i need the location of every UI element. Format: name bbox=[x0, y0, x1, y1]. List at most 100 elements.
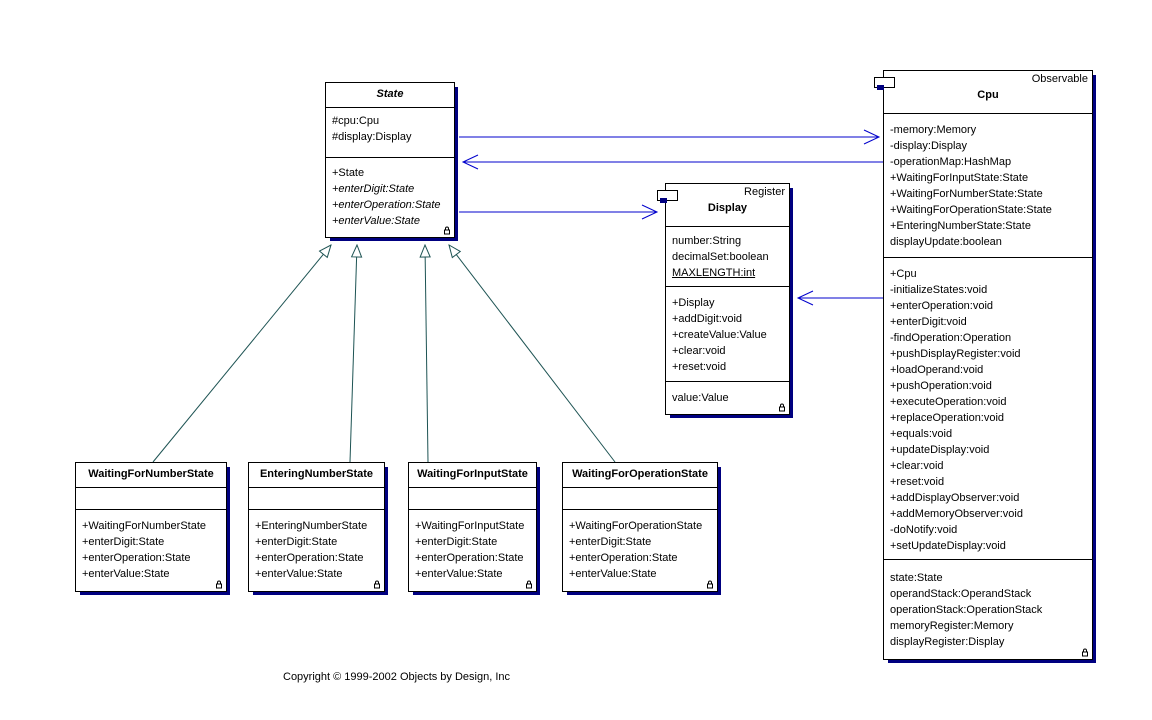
member-row: +WaitingForInputState bbox=[415, 520, 525, 532]
class-title: EnteringNumberState bbox=[259, 468, 374, 480]
member-row: +enterValue:State bbox=[415, 568, 503, 580]
member-row: +WaitingForOperationState bbox=[569, 520, 703, 532]
superclass-annotation: Observable bbox=[1031, 73, 1088, 85]
lock-icon bbox=[374, 580, 380, 589]
class-header: WaitingForOperationState bbox=[563, 463, 717, 487]
member-row: -findOperation:Operation bbox=[890, 332, 1012, 344]
member-row: +WaitingForOperationState:State bbox=[890, 204, 1052, 216]
lock-icon bbox=[444, 226, 450, 235]
class-waitingforoperationstate: WaitingForOperationState +WaitingForOper… bbox=[562, 462, 718, 592]
class-header: State bbox=[326, 83, 454, 107]
member-row: +EnteringNumberState bbox=[255, 520, 368, 532]
member-row: +Display bbox=[672, 297, 715, 309]
attributes-section bbox=[409, 487, 536, 509]
lock-icon bbox=[707, 580, 713, 589]
fields-section: state:State operandStack:OperandStack oper… bbox=[884, 559, 1092, 661]
member-row: operationStack:OperationStack bbox=[890, 604, 1043, 616]
class-title: Display bbox=[707, 202, 748, 214]
member-row: state:State bbox=[890, 572, 943, 584]
lock-icon bbox=[779, 403, 785, 412]
member-row: +enterDigit:State bbox=[415, 536, 498, 548]
methods-section: +WaitingForInputState +enterDigit:State +e… bbox=[409, 509, 536, 593]
methods-section: +WaitingForNumberState+enterDigit:State+… bbox=[76, 509, 226, 593]
member-row: +updateDisplay:void bbox=[890, 444, 990, 456]
member-row: +WaitingForNumberState:State bbox=[890, 188, 1043, 200]
member-row: -operationMap:HashMap bbox=[890, 156, 1012, 168]
member-row: -memory:Memory bbox=[890, 124, 977, 136]
methods-section: +WaitingForOperationState +enterDigit:Sta… bbox=[563, 509, 717, 593]
class-title: WaitingForOperationState bbox=[572, 468, 708, 480]
class-state: State #cpu:Cpu #display:Display +State +en… bbox=[325, 82, 455, 238]
lock-icon bbox=[216, 580, 222, 589]
attributes-section: #cpu:Cpu #display:Display bbox=[326, 107, 454, 157]
class-header: Observable Cpu bbox=[884, 71, 1092, 113]
member-row: MAXLENGTH:int bbox=[672, 267, 756, 279]
fields-section: value:Value bbox=[666, 381, 789, 416]
attributes-section bbox=[563, 487, 717, 509]
member-row: +State bbox=[332, 167, 365, 179]
class-title: State bbox=[376, 88, 404, 100]
member-row: +replaceOperation:void bbox=[890, 412, 1005, 424]
member-row: +enterOperation:State bbox=[415, 552, 524, 564]
member-row: +enterValue:State bbox=[82, 568, 170, 580]
member-row: -display:Display bbox=[890, 140, 968, 152]
member-row: -initializeStates:void bbox=[890, 284, 988, 296]
member-row: +addDigit:void bbox=[672, 313, 743, 325]
member-row: +reset:void bbox=[672, 361, 727, 373]
class-header: WaitingForNumberState bbox=[76, 463, 226, 487]
member-row: +Cpu bbox=[890, 268, 917, 280]
member-row: +pushDisplayRegister:void bbox=[890, 348, 1021, 360]
member-row: +loadOperand:void bbox=[890, 364, 984, 376]
class-waitingfornumberstate: WaitingForNumberState +WaitingForNumberS… bbox=[75, 462, 227, 592]
member-row: +setUpdateDisplay:void bbox=[890, 540, 1006, 552]
generalization-waitingfornumberstate-to-state bbox=[152, 245, 331, 463]
generalization-enteringnumberstate-to-state bbox=[349, 245, 357, 463]
class-header: Register Display bbox=[666, 184, 789, 226]
member-row: +enterValue:State bbox=[255, 568, 343, 580]
member-row: +addMemoryObserver:void bbox=[890, 508, 1023, 520]
generalization-waitingforinputstate-to-state bbox=[425, 245, 428, 463]
member-row: +enterOperation:State bbox=[82, 552, 191, 564]
class-header: EnteringNumberState bbox=[249, 463, 384, 487]
member-row: +enterDigit:void bbox=[890, 316, 967, 328]
member-row: +addDisplayObserver:void bbox=[890, 492, 1020, 504]
methods-section: +Display +addDigit:void +createValue:Value… bbox=[666, 286, 789, 381]
member-row: +WaitingForInputState:State bbox=[890, 172, 1029, 184]
methods-section: +EnteringNumberState+enterDigit:State+en… bbox=[249, 509, 384, 593]
class-title: Cpu bbox=[977, 89, 999, 101]
member-row: +enterDigit:State bbox=[569, 536, 652, 548]
member-row: +EnteringNumberState:State bbox=[890, 220, 1031, 232]
member-row: +enterOperation:State bbox=[569, 552, 678, 564]
member-row: operandStack:OperandStack bbox=[890, 588, 1032, 600]
attributes-section bbox=[76, 487, 226, 509]
member-row: #display:Display bbox=[332, 131, 412, 143]
member-row: #cpu:Cpu bbox=[332, 115, 380, 127]
member-row: -doNotify:void bbox=[890, 524, 958, 536]
class-enteringnumberstate: EnteringNumberState +EnteringNumberState… bbox=[248, 462, 385, 592]
class-cpu: Observable Cpu -memory:Memory -display:Di… bbox=[874, 70, 1093, 661]
member-row: +enterDigit:State bbox=[82, 536, 165, 548]
class-title: WaitingForInputState bbox=[417, 468, 528, 480]
member-row: +enterValue:State bbox=[569, 568, 657, 580]
methods-section: +State +enterDigit:State +enterOperation:S… bbox=[326, 157, 454, 239]
superclass-annotation: Register bbox=[744, 186, 785, 198]
lock-icon bbox=[526, 580, 532, 589]
attributes-section bbox=[249, 487, 384, 509]
member-row: +pushOperation:void bbox=[890, 380, 992, 392]
member-row: +reset:void bbox=[890, 476, 945, 488]
member-row: memoryRegister:Memory bbox=[890, 620, 1014, 632]
methods-section: +Cpu-initializeStates:void+enterOperatio… bbox=[884, 257, 1092, 559]
member-row: +createValue:Value bbox=[672, 329, 767, 341]
member-row: number:String bbox=[672, 235, 742, 247]
member-row: +enterOperation:State bbox=[332, 199, 441, 211]
member-row: +enterOperation:State bbox=[255, 552, 364, 564]
class-waitingforinputstate: WaitingForInputState +WaitingForInputSta… bbox=[408, 462, 537, 592]
lock-icon bbox=[1082, 648, 1088, 657]
member-row: +enterDigit:State bbox=[332, 183, 415, 195]
member-row: +enterValue:State bbox=[332, 215, 420, 227]
generalization-waitingforoperationstate-to-state bbox=[449, 245, 616, 463]
